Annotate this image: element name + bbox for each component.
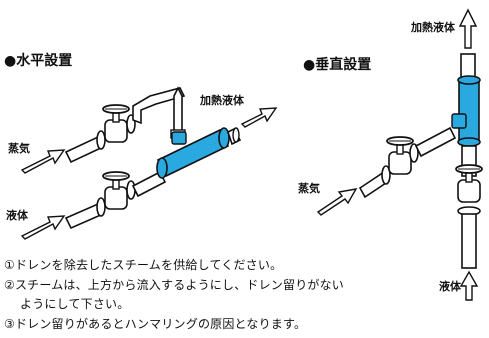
v-liquid-valve [455, 164, 483, 203]
vertical-heater [458, 79, 480, 143]
horizontal-heater [156, 128, 230, 178]
v-steam-pipe [414, 126, 457, 158]
v-liquid-arrow [459, 270, 479, 301]
v-steam-arrow [316, 188, 358, 216]
horizontal-title: ●水平設置 [4, 53, 73, 69]
note-2: ②スチームは、上方から流入するようにし、ドレン留りがない [4, 278, 345, 292]
v-steam-label: 蒸気 [298, 182, 320, 195]
vertical-piping [316, 8, 483, 301]
v-liquid-label: 液体 [439, 280, 461, 293]
v-heated-liquid-label: 加熱液体 [411, 21, 455, 34]
h-steam-label: 蒸気 [8, 142, 30, 155]
liquid-inlet-arrow [20, 215, 66, 240]
h-liquid-label: 液体 [6, 209, 28, 222]
note-1: ①ドレンを除去したスチームを供給してください。 [4, 258, 283, 272]
steam-valve [102, 104, 130, 143]
heated-outlet-arrow [240, 107, 278, 128]
horizontal-piping [20, 86, 278, 240]
steam-riser [132, 87, 186, 125]
vertical-title: ●垂直設置 [303, 57, 372, 73]
liquid-valve [102, 171, 130, 210]
v-heated-outlet-arrow [458, 8, 478, 49]
note-3: ③ドレン留りがあるとハンマリングの原因となります。 [4, 317, 307, 331]
steam-inlet-arrow [20, 149, 66, 174]
h-heated-liquid-label: 加熱液体 [200, 94, 244, 107]
note-2-continued: ようにして下さい。 [20, 297, 130, 311]
v-steam-valve [386, 136, 414, 175]
